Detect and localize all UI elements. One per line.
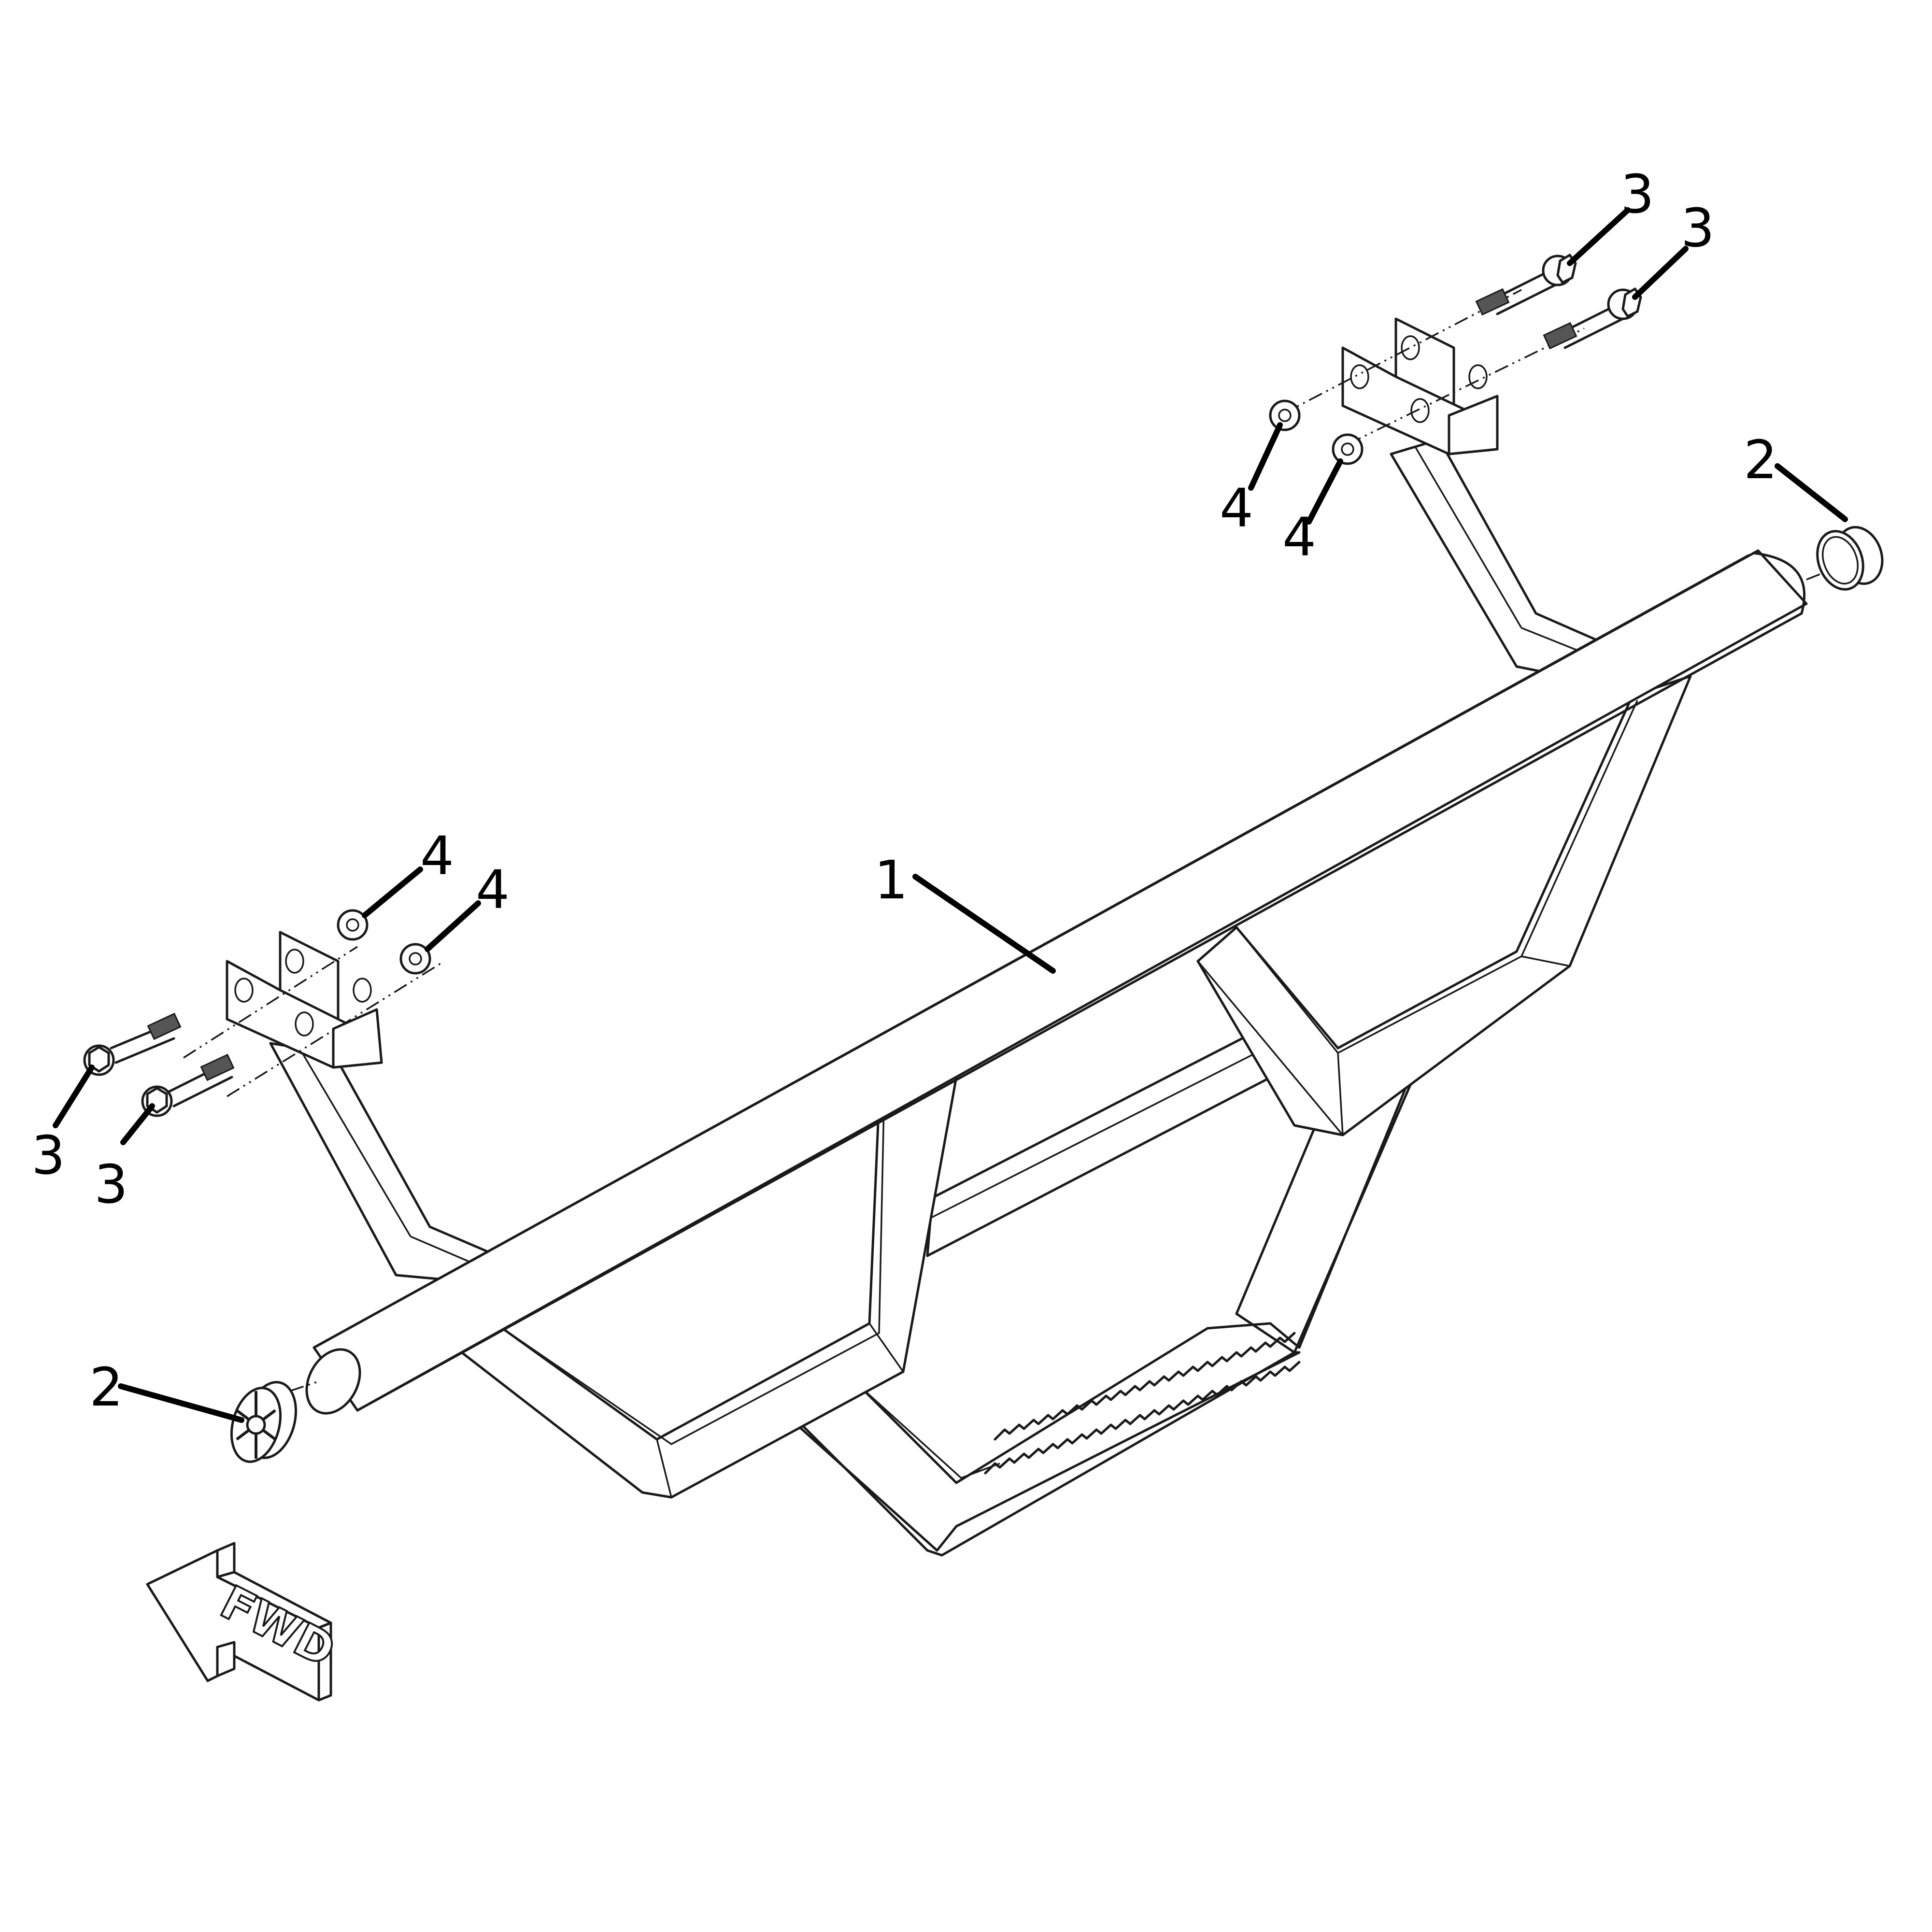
left-mount-leg <box>269 1042 499 1281</box>
callout-3-right-lower: 3 <box>1632 197 1715 300</box>
flange-nut-left-lower <box>399 943 431 975</box>
callout-3-left-upper: 3 <box>31 1065 95 1186</box>
callout-4-left-lower: 4 <box>425 859 510 952</box>
flange-nut-right-lower <box>1332 433 1364 465</box>
flange-bolt-left-lower <box>141 1053 235 1117</box>
flange-nut-right-upper <box>1269 399 1301 431</box>
right-mount-leg <box>1390 438 1615 678</box>
callout-3-right-upper: 3 <box>1567 163 1654 266</box>
bumper-frame <box>269 438 1808 1557</box>
svg-text:4: 4 <box>1220 477 1253 539</box>
main-tube <box>305 549 1808 1415</box>
forward-arrow-icon: FWD <box>146 1542 344 1702</box>
callout-3-left-lower: 3 <box>94 1103 155 1215</box>
serrated-step-bar <box>984 1361 1301 1475</box>
callout-2-right: 2 <box>1744 429 1848 522</box>
svg-text:4: 4 <box>420 825 454 887</box>
flange-nut-left-upper <box>337 909 369 941</box>
svg-text:3: 3 <box>31 1124 65 1186</box>
assembly-centerlines <box>183 289 1831 1392</box>
left-mount-bracket <box>226 931 383 1069</box>
svg-text:1: 1 <box>874 849 908 911</box>
callout-2-left: 2 <box>89 1356 244 1423</box>
callout-4-right-upper: 4 <box>1220 422 1283 539</box>
end-cap-left <box>230 1381 298 1463</box>
svg-text:3: 3 <box>1681 197 1715 259</box>
svg-text:4: 4 <box>476 859 510 921</box>
callout-4-left-upper: 4 <box>362 825 454 918</box>
svg-text:3: 3 <box>1620 163 1654 225</box>
svg-text:3: 3 <box>94 1153 128 1215</box>
svg-text:4: 4 <box>1282 506 1316 568</box>
right-mount-bracket <box>1341 317 1499 455</box>
svg-text:2: 2 <box>1744 429 1777 491</box>
callout-1: 1 <box>874 849 1056 974</box>
flange-bolt-right-lower <box>1543 287 1642 350</box>
flange-bolt-right-upper <box>1475 254 1577 316</box>
svg-text:2: 2 <box>89 1356 123 1418</box>
callout-4-right-lower: 4 <box>1282 458 1343 568</box>
right-upper-loop <box>1196 675 1692 1136</box>
flange-bolt-left-upper <box>83 1012 182 1076</box>
end-cap-right <box>1816 526 1884 591</box>
